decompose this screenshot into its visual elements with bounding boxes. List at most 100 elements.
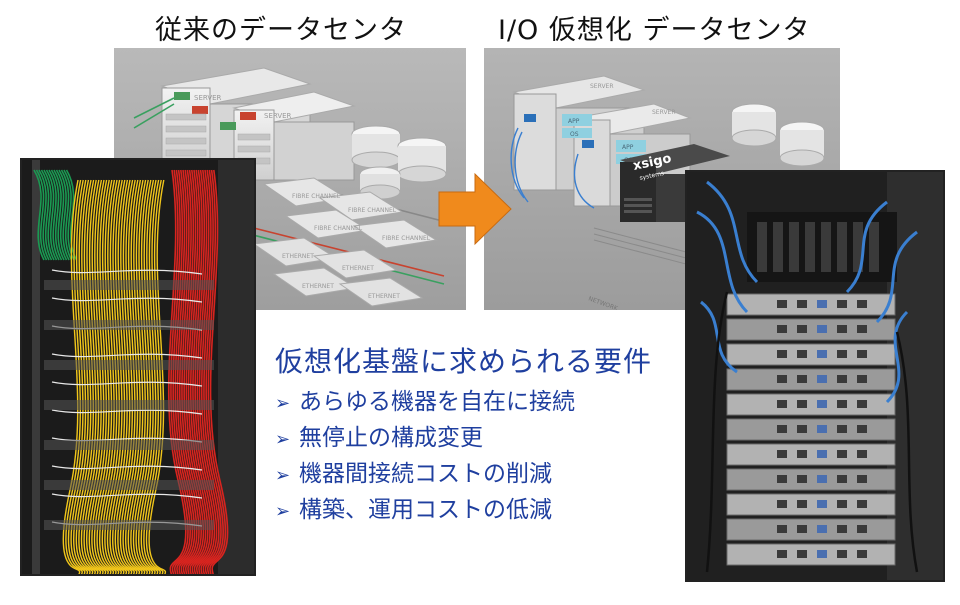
port [857, 475, 867, 483]
cable [35, 169, 48, 261]
cable [85, 179, 104, 574]
cable [137, 179, 156, 574]
cable [78, 179, 96, 574]
port [837, 350, 847, 358]
port [817, 375, 827, 383]
requirements-heading: 仮想化基盤に求められる要件 [275, 345, 653, 378]
port [777, 525, 787, 533]
cable-bundle [33, 169, 229, 574]
port [857, 425, 867, 433]
port [817, 525, 827, 533]
cable [51, 465, 203, 471]
cable [111, 179, 130, 574]
port [857, 325, 867, 333]
port [817, 550, 827, 558]
storage-cylinders [351, 125, 447, 200]
switch-label: ETHERNET [282, 253, 314, 260]
requirement-item: ➢ 構築、運用コストの低減 [275, 492, 575, 528]
cable [65, 179, 83, 574]
port [777, 350, 787, 358]
server-unit [726, 493, 896, 516]
switch-label: FIBRE CHANNEL [314, 225, 363, 232]
port [797, 400, 807, 408]
port [837, 450, 847, 458]
port [837, 475, 847, 483]
cable [67, 179, 86, 574]
cable [143, 179, 161, 574]
cable [176, 169, 196, 574]
cable [209, 169, 229, 574]
port [837, 325, 847, 333]
port [777, 475, 787, 483]
port [837, 525, 847, 533]
server-unit [726, 368, 896, 391]
requirement-item: ➢機器間接続コストの削減 [275, 456, 575, 492]
messy-cabling-photo [20, 158, 256, 576]
os-label: OS [570, 131, 579, 138]
cable [174, 169, 194, 574]
cable [83, 179, 102, 574]
arrow-bullet-icon: ➢ [275, 501, 291, 522]
server-unit [726, 418, 896, 441]
arrow-bullet-icon: ➢ [275, 429, 291, 450]
server-unit [726, 318, 896, 341]
server-unit [726, 293, 896, 316]
cable [124, 179, 143, 574]
port [817, 350, 827, 358]
cable [40, 169, 53, 261]
server-unit [726, 443, 896, 466]
cable [203, 169, 222, 574]
server-unit [726, 468, 896, 491]
cable [183, 169, 202, 574]
switch-label: ETHERNET [302, 283, 334, 290]
cable [50, 169, 63, 261]
cable [91, 179, 109, 574]
port [817, 325, 827, 333]
port [857, 350, 867, 358]
port [797, 325, 807, 333]
cable [33, 169, 45, 261]
cable [70, 179, 89, 574]
cable [96, 179, 115, 574]
cable [132, 179, 151, 574]
cable [119, 179, 138, 574]
server-unit [726, 343, 896, 366]
cable [192, 169, 211, 574]
server-unit [726, 518, 896, 541]
cable [60, 169, 73, 261]
storage-cylinders [731, 103, 825, 167]
cable [51, 409, 203, 415]
port [777, 300, 787, 308]
app-label: APP [568, 118, 580, 125]
cable [93, 179, 112, 574]
port [797, 525, 807, 533]
arrow-bullet-icon: ➢ [275, 393, 291, 414]
port [837, 500, 847, 508]
cable [145, 179, 164, 574]
server-unit [726, 543, 896, 566]
cable [127, 179, 146, 574]
server-units [726, 293, 896, 566]
requirement-text: 構築、運用コストの低減 [299, 497, 552, 523]
port [817, 500, 827, 508]
cable [200, 169, 220, 574]
port [837, 425, 847, 433]
cable [53, 169, 65, 261]
app-label: APP [622, 144, 634, 151]
cable [207, 169, 227, 574]
port [817, 450, 827, 458]
port [857, 400, 867, 408]
cable [196, 169, 216, 574]
port [797, 350, 807, 358]
cable [140, 179, 159, 574]
cable [205, 169, 224, 574]
cable [72, 179, 91, 574]
cable [51, 437, 203, 443]
cable [88, 179, 107, 574]
cable [58, 169, 70, 261]
port [857, 500, 867, 508]
requirement-text: あらゆる機器を自在に接続 [299, 389, 575, 415]
requirement-item: ➢ あらゆる機器を自在に接続 [275, 384, 575, 420]
cable [51, 269, 203, 275]
switch-label: FIBRE CHANNEL [292, 193, 341, 200]
